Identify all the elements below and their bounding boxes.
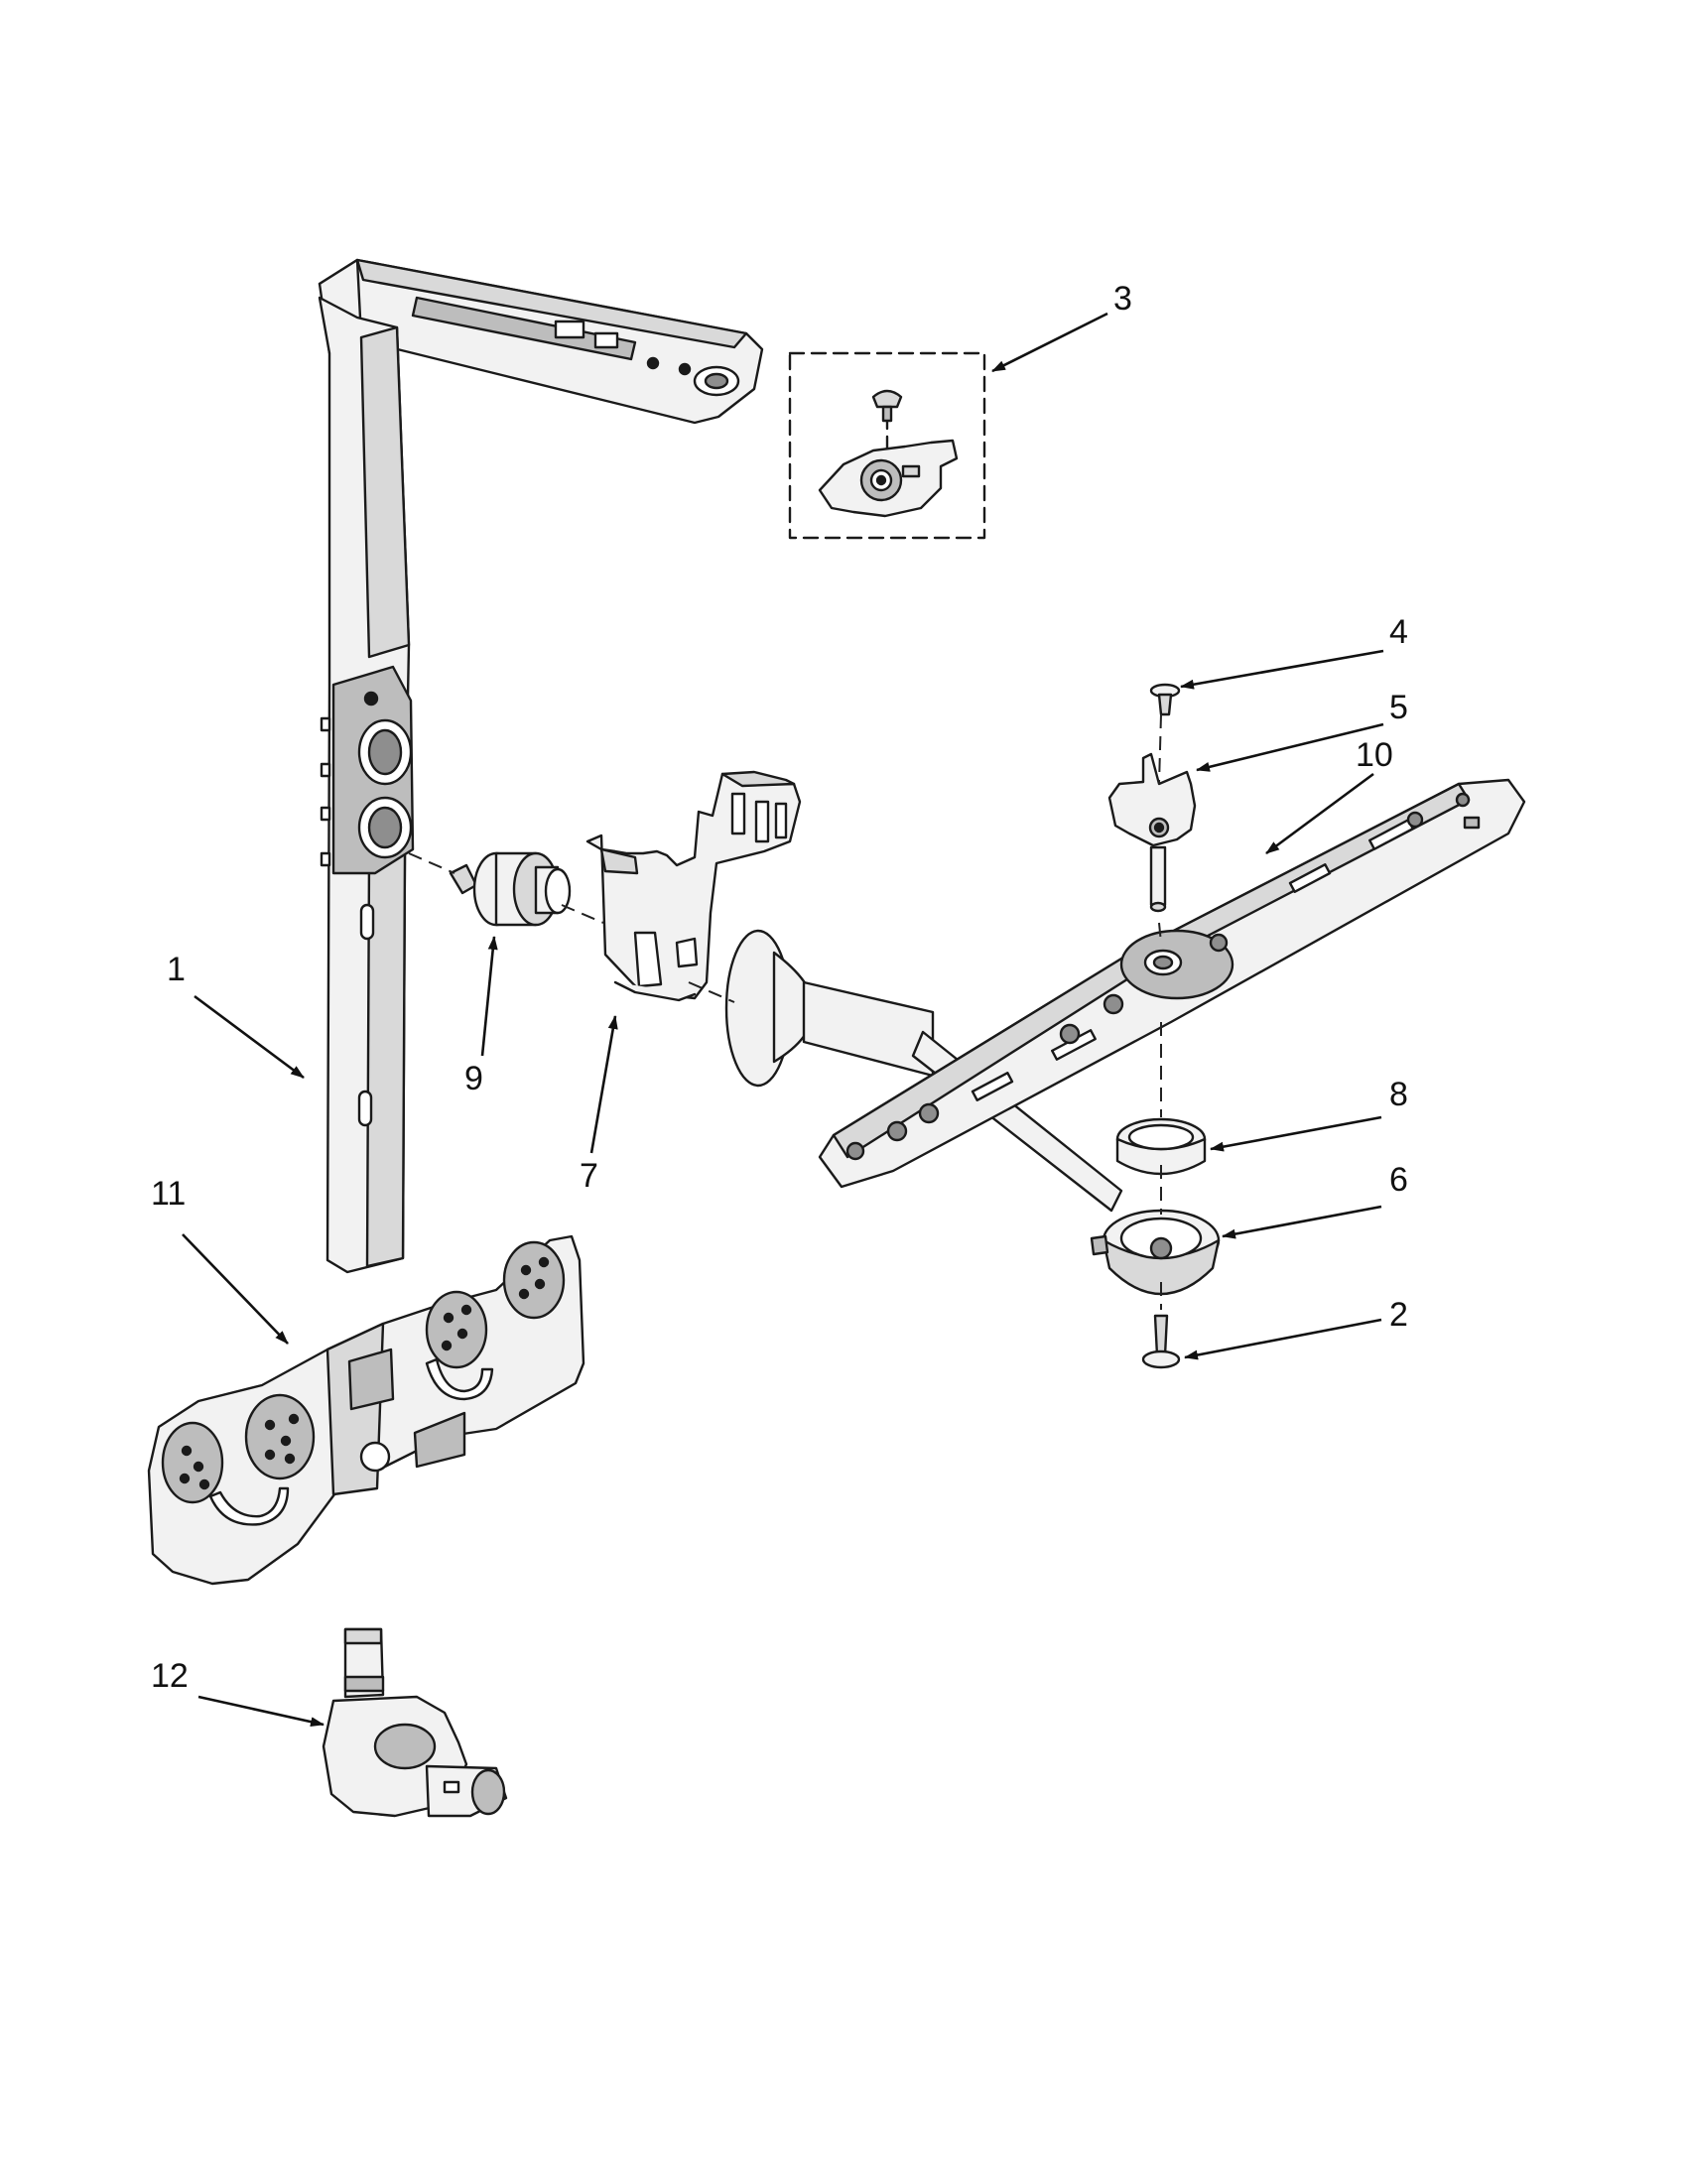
part-7-bracket	[585, 770, 802, 1002]
callout-2: 2	[1389, 1296, 1408, 1334]
leader-4	[1180, 649, 1384, 690]
callout-8: 8	[1389, 1076, 1408, 1113]
callout-11: 11	[151, 1175, 187, 1213]
part-11-manifold	[147, 1234, 585, 1586]
leader-8	[1210, 1115, 1382, 1152]
callout-7: 7	[580, 1157, 598, 1195]
leader-12	[197, 1695, 325, 1728]
leader-3	[991, 312, 1108, 373]
part-6-bearing	[1090, 1209, 1221, 1296]
callout-10: 10	[1356, 736, 1393, 774]
callout-4: 4	[1389, 613, 1408, 651]
part-3-detail-box	[788, 351, 986, 540]
center-pipe	[724, 929, 1123, 1213]
leader-10	[1265, 772, 1374, 855]
callout-6: 6	[1389, 1161, 1408, 1199]
leader-7	[589, 1015, 618, 1154]
part-10-spray-arm	[818, 778, 1526, 1189]
part-12-connector	[322, 1627, 508, 1818]
callout-9: 9	[464, 1060, 483, 1097]
part-8-ring	[1115, 1117, 1207, 1176]
callout-12: 12	[151, 1657, 189, 1695]
leader-9	[480, 936, 498, 1057]
part-5-clip	[1107, 752, 1197, 913]
part-2-screw	[1141, 1314, 1181, 1369]
callout-5: 5	[1389, 689, 1408, 726]
callout-1: 1	[167, 951, 186, 988]
part-4-screw	[1149, 683, 1181, 716]
callout-3: 3	[1113, 280, 1132, 318]
leader-6	[1222, 1205, 1382, 1239]
leader-lines	[182, 312, 1384, 1728]
leader-5	[1196, 722, 1384, 772]
leader-11	[182, 1233, 289, 1345]
leader-2	[1184, 1318, 1382, 1360]
alignment-lines	[408, 713, 1162, 1310]
part-1-supply-tube	[318, 258, 764, 1274]
part-9-nozzle	[449, 851, 572, 927]
leader-1	[194, 994, 305, 1080]
